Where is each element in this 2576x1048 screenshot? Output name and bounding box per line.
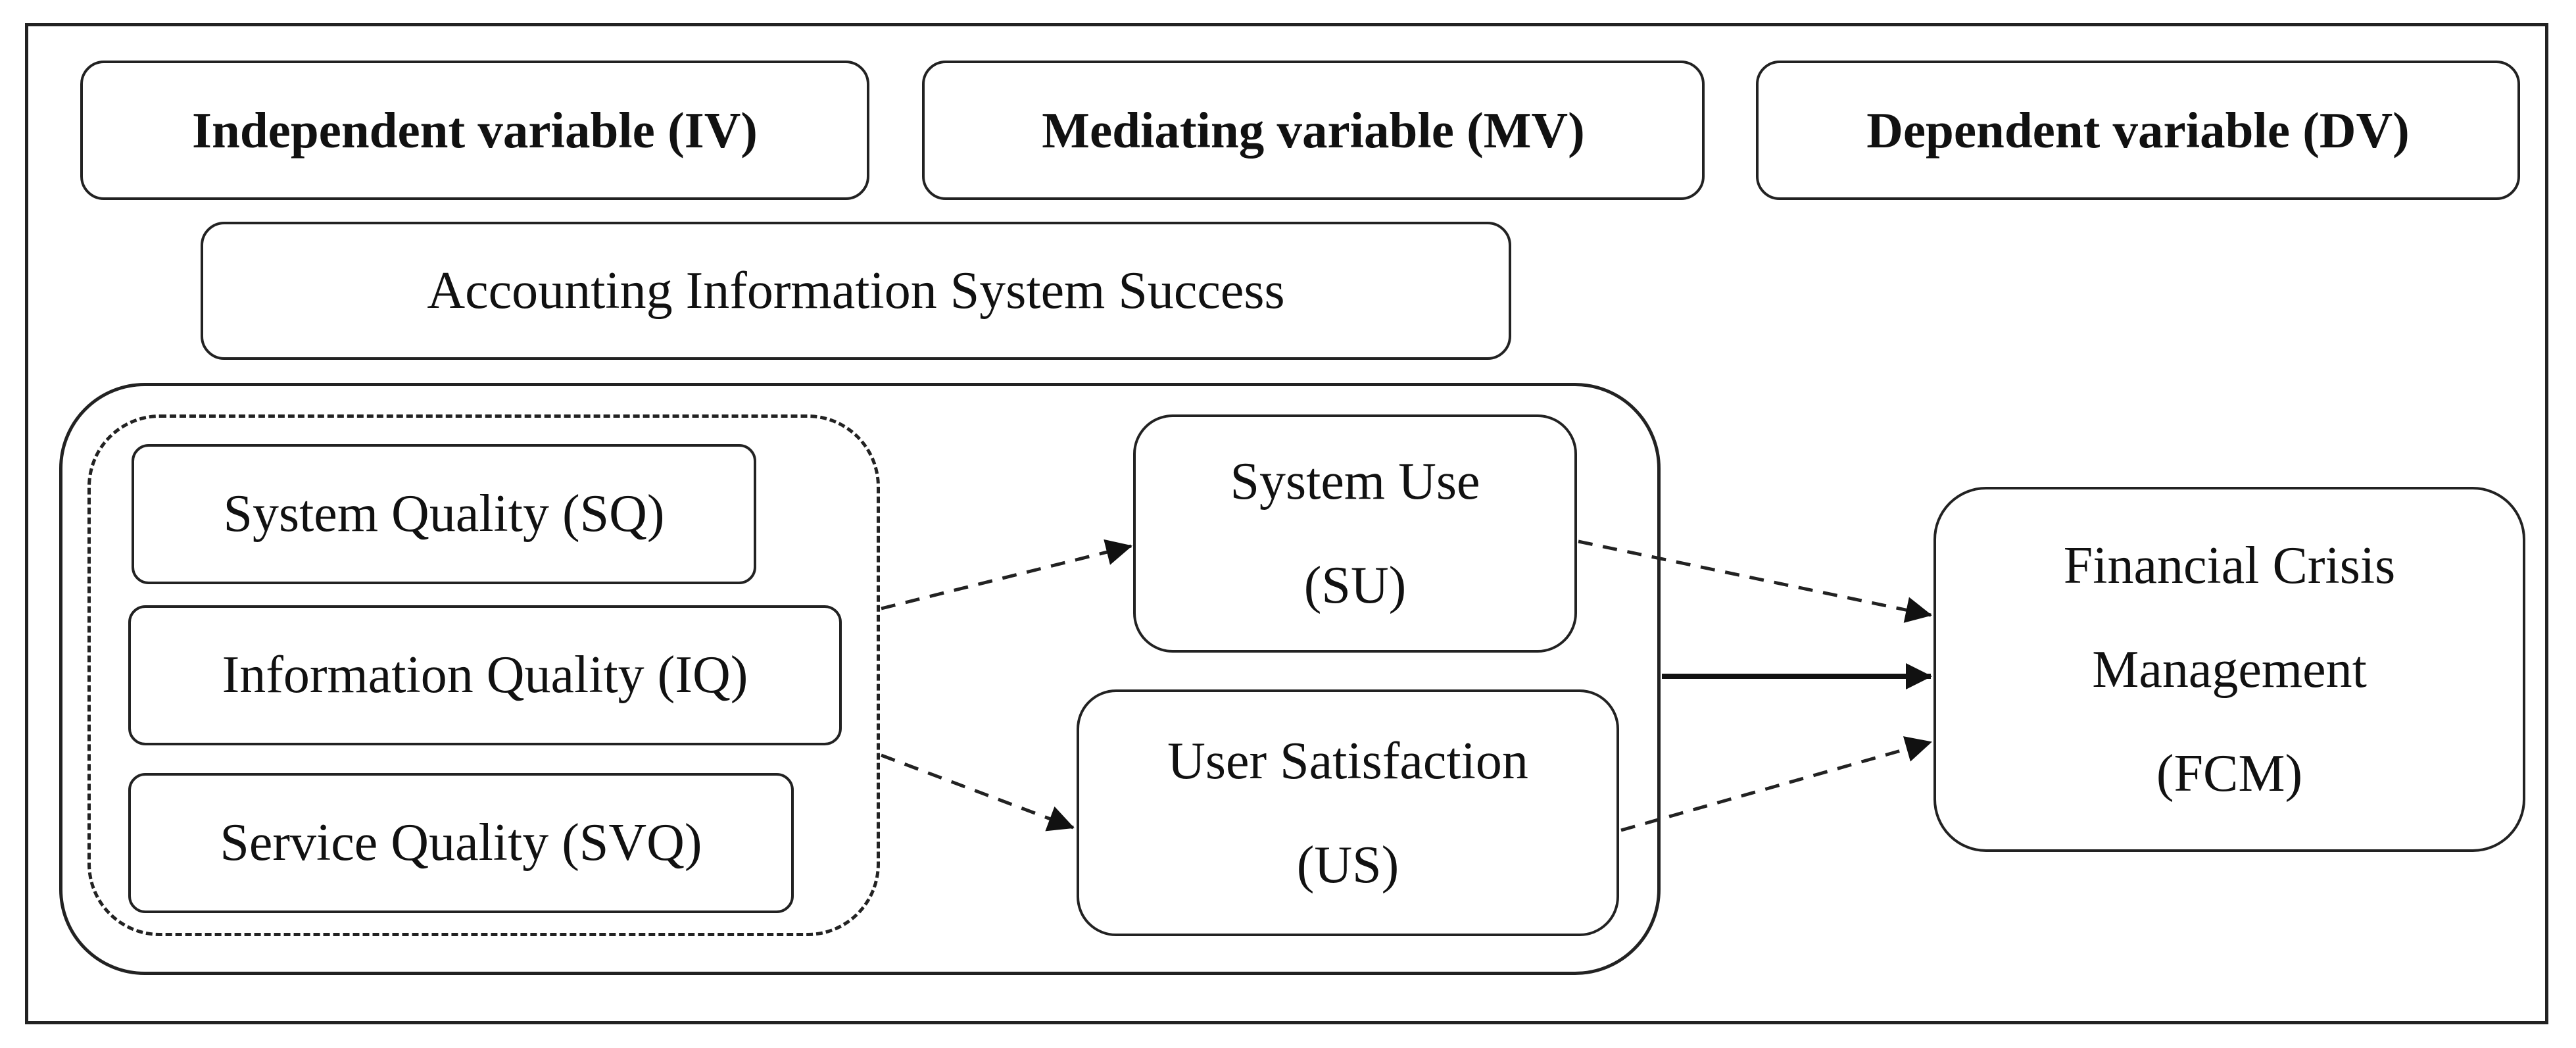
system-use-label-line2: (SU) xyxy=(1303,557,1407,614)
fcm-label-line3: (FCM) xyxy=(2156,744,2303,803)
system-quality-label: System Quality (SQ) xyxy=(223,485,665,543)
information-quality-box: Information Quality (IQ) xyxy=(128,605,842,745)
header-mediating-variable: Mediating variable (MV) xyxy=(922,61,1705,200)
diagram-frame xyxy=(25,23,2548,1024)
fcm-label-line1: Financial Crisis xyxy=(2063,536,2396,595)
fcm-label-line2: Management xyxy=(2092,640,2367,699)
information-quality-label: Information Quality (IQ) xyxy=(222,646,748,704)
header-iv-label: Independent variable (IV) xyxy=(192,101,758,159)
system-quality-box: System Quality (SQ) xyxy=(132,444,756,584)
ais-success-label: Accounting Information System Success xyxy=(427,261,1285,320)
service-quality-box: Service Quality (SVQ) xyxy=(128,773,794,913)
financial-crisis-management-box: Financial Crisis Management (FCM) xyxy=(1933,487,2525,852)
header-mv-label: Mediating variable (MV) xyxy=(1042,101,1585,159)
service-quality-label: Service Quality (SVQ) xyxy=(220,814,702,872)
model-container xyxy=(59,383,1661,975)
header-dependent-variable: Dependent variable (DV) xyxy=(1756,61,2520,200)
ais-success-box: Accounting Information System Success xyxy=(201,222,1511,360)
system-use-box: System Use (SU) xyxy=(1133,414,1577,653)
iv-dashed-group xyxy=(87,414,880,936)
user-satisfaction-box: User Satisfaction (US) xyxy=(1077,689,1619,936)
system-use-label-line1: System Use xyxy=(1230,453,1480,511)
header-dv-label: Dependent variable (DV) xyxy=(1866,101,2410,159)
user-satisfaction-label-line1: User Satisfaction xyxy=(1167,732,1528,790)
user-satisfaction-label-line2: (US) xyxy=(1296,836,1399,894)
header-independent-variable: Independent variable (IV) xyxy=(80,61,869,200)
